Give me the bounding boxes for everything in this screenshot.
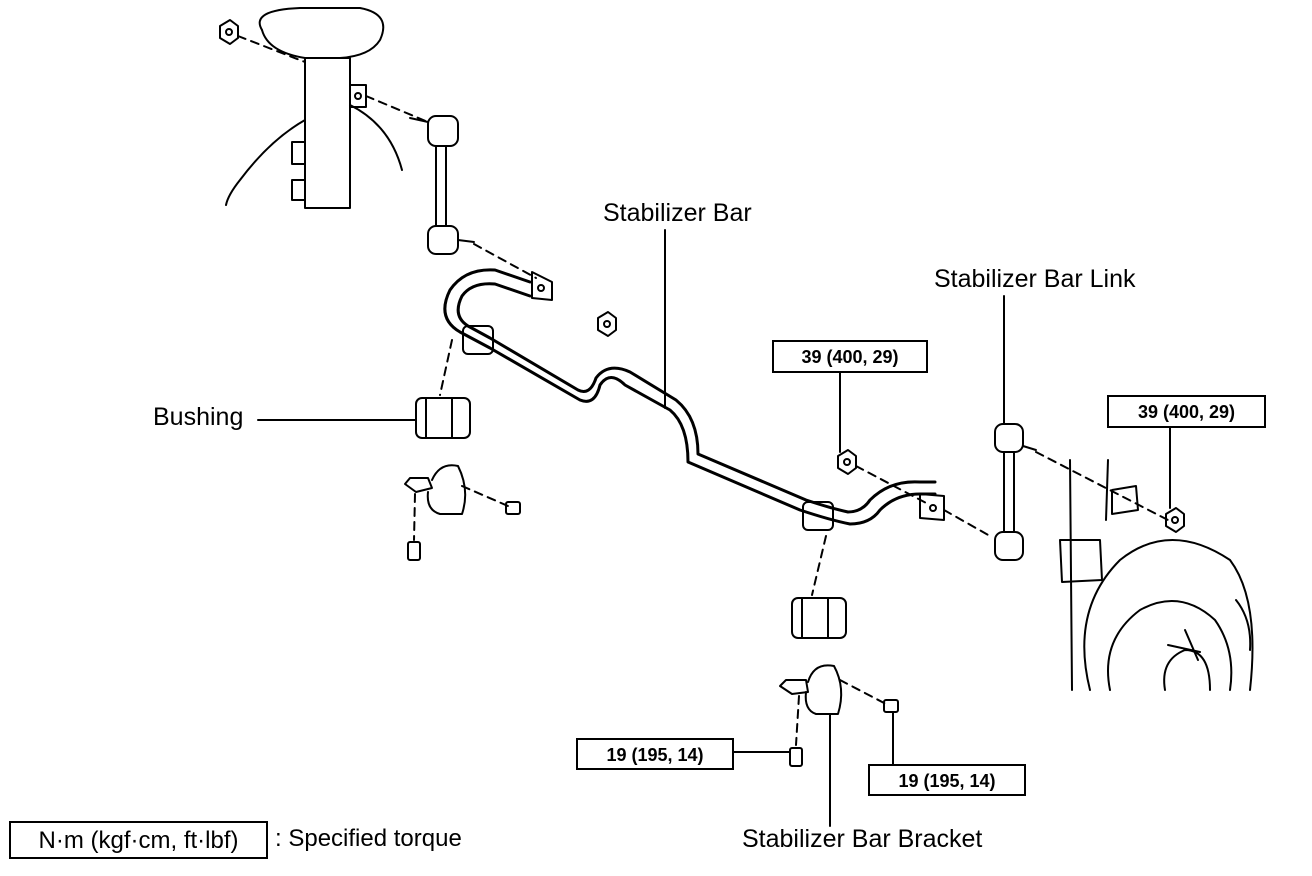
legend-text: : Specified torque (275, 825, 462, 852)
label-stabilizer-bar: Stabilizer Bar (603, 199, 752, 227)
bar-end-nut (597, 311, 617, 337)
right-bracket (779, 664, 899, 767)
right-bushing (791, 535, 847, 639)
label-bushing: Bushing (153, 403, 244, 431)
right-stabilizer-link (837, 423, 1185, 561)
left-strut-assembly (225, 7, 403, 209)
torque-link-nut-upper: 39 (400, 29) (1107, 395, 1266, 428)
label-stabilizer-bar-bracket: Stabilizer Bar Bracket (742, 825, 983, 853)
torque-bracket-bolt-left: 19 (195, 14) (576, 738, 734, 770)
left-bushing (415, 339, 471, 439)
left-bracket (404, 464, 521, 561)
label-stabilizer-bar-link: Stabilizer Bar Link (934, 265, 1136, 293)
torque-bracket-bolt-right: 19 (195, 14) (868, 764, 1026, 796)
legend-unit-box: N·m (kgf·cm, ft·lbf) (9, 821, 268, 859)
upper-nut (219, 19, 306, 63)
torque-link-nut-lower: 39 (400, 29) (772, 340, 928, 373)
stabilizer-bar (443, 268, 945, 531)
left-stabilizer-link (365, 95, 537, 279)
leader-lines (257, 229, 1171, 827)
right-wheel-hub (1059, 459, 1254, 691)
